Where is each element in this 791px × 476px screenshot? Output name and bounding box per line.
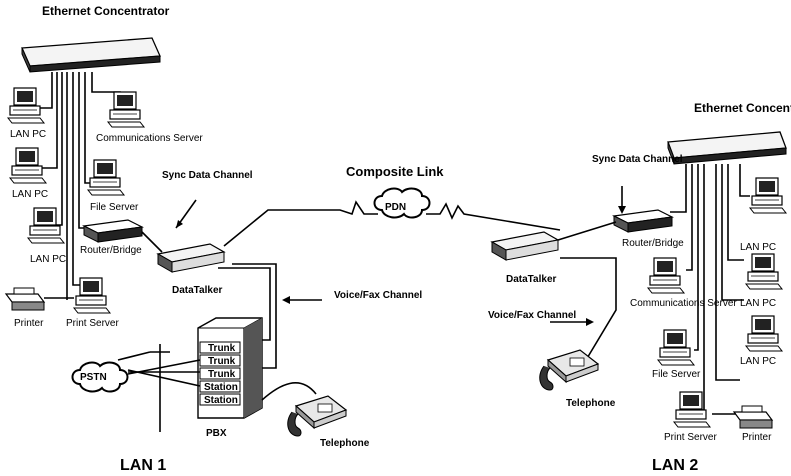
left-lan-wiring <box>38 72 121 300</box>
right-voice-label: Voice/Fax Channel <box>488 310 576 321</box>
pbx-ports: Trunk Trunk Trunk Station Station <box>199 341 241 406</box>
left-lan-pc-icon <box>27 207 65 244</box>
right-lan-pc-icon <box>749 177 787 214</box>
right-file-server-label: File Server <box>652 369 701 380</box>
right-ethernet-concentrator <box>667 131 787 165</box>
pstn-pole <box>117 344 201 432</box>
right-lan-pc-icon <box>745 315 783 352</box>
pbx-label: PBX <box>206 428 227 439</box>
left-router-label: Router/Bridge <box>80 245 142 256</box>
svg-text:Station: Station <box>204 395 238 406</box>
left-pc-label: LAN PC <box>12 189 48 200</box>
pdn-label: PDN <box>385 202 406 213</box>
left-datatalker-icon <box>157 243 225 273</box>
right-printer-label: Printer <box>742 432 772 443</box>
svg-text:Trunk: Trunk <box>208 369 236 380</box>
right-comm-server-label: Communications Server <box>630 298 737 309</box>
left-print-server-icon <box>73 277 111 314</box>
left-concentrator-label: Ethernet Concentrator <box>42 4 170 18</box>
left-ethernet-concentrator <box>21 37 161 73</box>
right-file-server-icon <box>657 329 695 366</box>
left-comm-server-label: Communications Server <box>96 133 203 144</box>
left-print-server-label: Print Server <box>66 318 119 329</box>
right-pc-label: LAN PC <box>740 356 776 367</box>
right-sync-label: Sync Data Channel <box>592 154 683 165</box>
svg-text:Station: Station <box>204 382 238 393</box>
right-comm-server-icon <box>647 257 685 294</box>
left-router-icon <box>83 219 143 243</box>
right-pc-label: LAN PC <box>740 242 776 253</box>
right-router-label: Router/Bridge <box>622 238 684 249</box>
left-datatalker-label: DataTalker <box>172 285 223 296</box>
right-printer-icon <box>733 405 773 429</box>
right-telephone-label: Telephone <box>566 398 616 409</box>
left-printer-label: Printer <box>14 318 44 329</box>
svg-text:Trunk: Trunk <box>208 343 236 354</box>
left-telephone-label: Telephone <box>320 438 370 449</box>
right-pc-label: LAN PC <box>740 298 776 309</box>
svg-text:Trunk: Trunk <box>208 356 236 367</box>
right-router-icon <box>613 209 673 233</box>
lan1-label: LAN 1 <box>120 457 166 474</box>
right-datatalker-label: DataTalker <box>506 274 557 285</box>
left-sync-label: Sync Data Channel <box>162 170 253 181</box>
left-voice-label: Voice/Fax Channel <box>334 290 422 301</box>
left-file-server-icon <box>87 159 125 196</box>
right-datatalker-icon <box>491 231 559 261</box>
left-pc-label: LAN PC <box>30 254 66 265</box>
lan2-label: LAN 2 <box>652 457 698 474</box>
left-telephone-icon <box>287 395 347 437</box>
composite-link-label: Composite Link <box>346 164 444 179</box>
left-lan-pc-icon <box>9 147 47 184</box>
right-print-server-label: Print Server <box>664 432 717 443</box>
left-file-server-label: File Server <box>90 202 139 213</box>
left-lan-pc-icon <box>7 87 45 124</box>
left-printer-icon <box>5 287 45 311</box>
left-comm-server-icon <box>107 91 145 128</box>
right-concentrator-label: Ethernet Concentrator <box>694 101 791 115</box>
left-pc-label: LAN PC <box>10 129 46 140</box>
right-lan-pc-icon <box>745 253 783 290</box>
pstn-label: PSTN <box>80 372 107 383</box>
